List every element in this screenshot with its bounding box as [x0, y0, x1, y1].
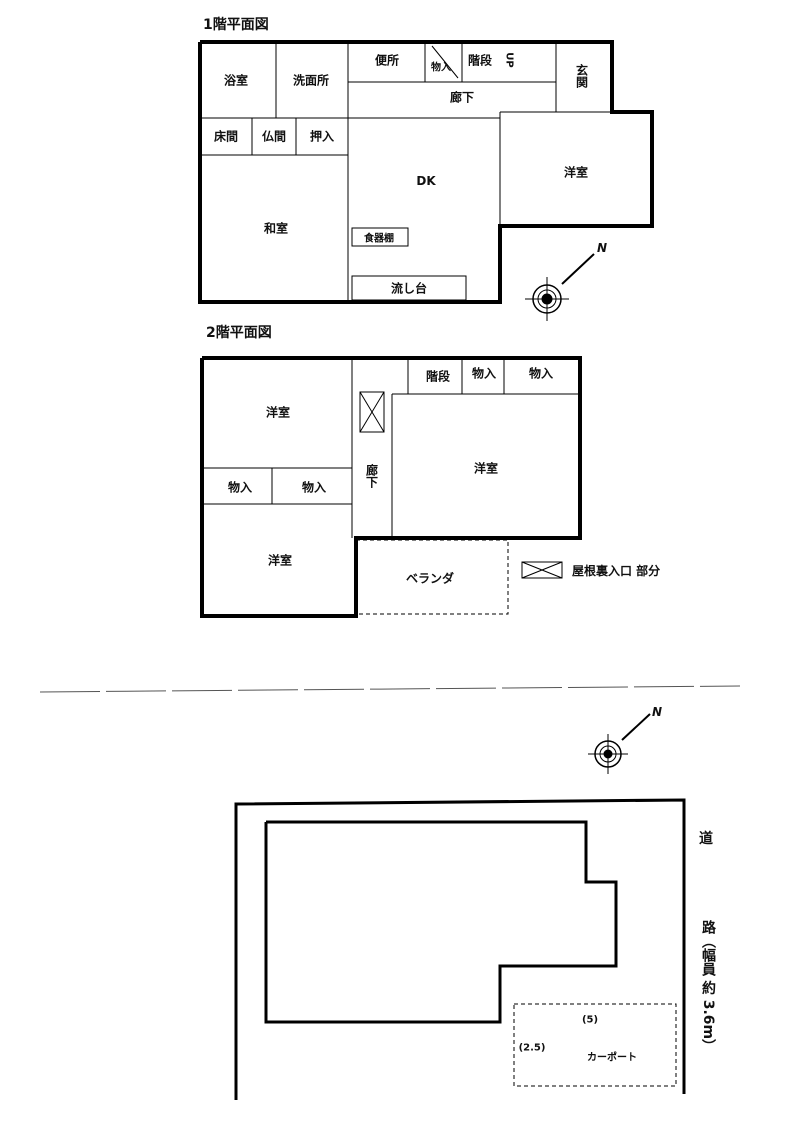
north-label-1: N: [596, 241, 608, 255]
stairs-up-mark: UP: [503, 52, 515, 68]
carport-depth: (2.5): [518, 1042, 546, 1054]
room-washroom: 洗面所: [292, 73, 330, 88]
room-stairs: 階段: [467, 53, 493, 68]
building-footprint: [264, 820, 618, 1024]
room-storage-2f-a: 物入: [471, 366, 497, 381]
room-entrance: 玄関: [574, 64, 589, 88]
room-storage-2f-b: 物入: [528, 366, 554, 381]
room-butsuma: 仏間: [261, 129, 287, 144]
room-bath: 浴室: [223, 73, 249, 88]
room-hallway: 廊下: [449, 90, 475, 105]
veranda: ベランダ: [405, 571, 455, 586]
site-boundary: [234, 798, 686, 1100]
room-storage-2f-d: 物入: [301, 480, 327, 495]
room-tokonoma: 床間: [213, 129, 239, 144]
room-hallway-2f: 廊下: [364, 464, 379, 488]
cupboard: 食器棚: [364, 233, 394, 245]
floor1-outer-wall: [198, 40, 654, 304]
road-top-label: 道: [699, 831, 713, 847]
north-label-2: N: [651, 705, 663, 719]
attic-legend-label: 屋根裏入口 部分: [572, 564, 661, 578]
room-storage-2f-c: 物入: [227, 480, 253, 495]
floor2-outer-wall: [200, 356, 582, 618]
floor1-title: 1階平面図: [203, 17, 269, 33]
compass-icon-2: [588, 713, 651, 774]
room-dk: DK: [416, 174, 436, 188]
room-western-2f-bottom: 洋室: [267, 553, 293, 568]
room-storage: 物入: [431, 62, 451, 74]
room-oshiire: 押入: [309, 129, 335, 144]
compass-icon-1: [525, 253, 595, 321]
room-western-2f-right: 洋室: [473, 461, 499, 476]
road-width-label: 路（幅員 約 3.6m）: [700, 920, 716, 1054]
room-western-2f-top: 洋室: [265, 405, 291, 420]
room-stairs-2f: 階段: [425, 369, 451, 384]
carport-label: カーポート: [587, 1052, 637, 1064]
room-toilet: 便所: [374, 53, 400, 68]
sink: 流し台: [390, 281, 428, 296]
carport-width: (5): [581, 1014, 599, 1026]
floor2-title: 2階平面図: [206, 325, 272, 341]
room-washitsu: 和室: [263, 221, 289, 236]
room-western-1f: 洋室: [563, 165, 589, 180]
